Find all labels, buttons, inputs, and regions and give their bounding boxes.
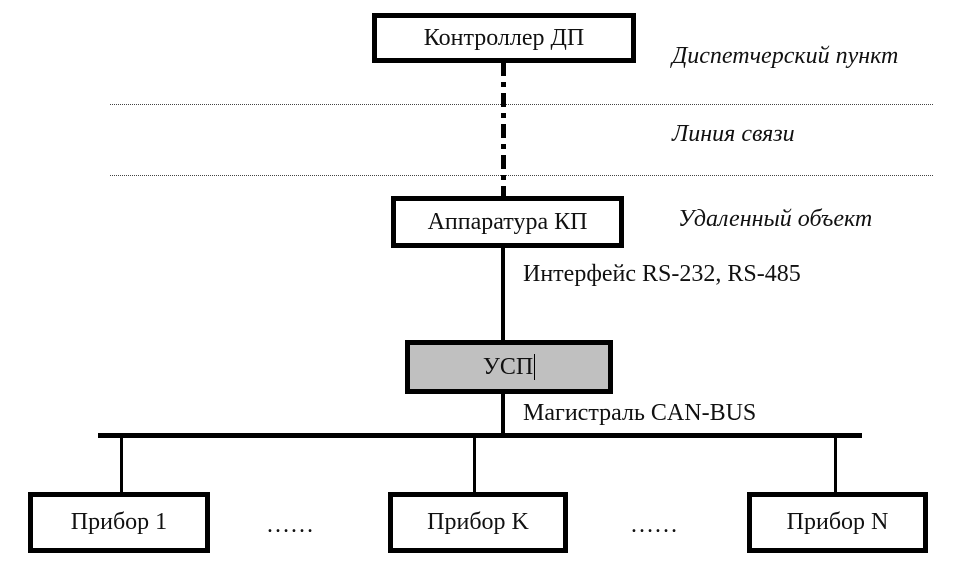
communication-link-line bbox=[501, 62, 506, 196]
zone-dispatch-label: Диспетчерский пункт bbox=[672, 43, 899, 69]
text-cursor bbox=[534, 354, 536, 380]
ellipsis-1: …… bbox=[266, 512, 314, 538]
usp-bus-line bbox=[501, 392, 505, 436]
usp-box: УСП bbox=[405, 340, 613, 394]
usp-label: УСП bbox=[482, 353, 534, 380]
interface-label: Интерфейс RS-232, RS-485 bbox=[523, 261, 801, 287]
device-n-drop bbox=[834, 435, 837, 493]
zone-divider-top bbox=[110, 104, 933, 105]
zone-divider-bottom bbox=[110, 175, 933, 176]
device-k-label: Прибор K bbox=[427, 509, 529, 535]
device-n-box: Прибор N bbox=[747, 492, 928, 553]
controller-label: Контроллер ДП bbox=[423, 24, 585, 51]
zone-remote-label: Удаленный объект bbox=[678, 206, 873, 232]
device-n-label: Прибор N bbox=[786, 509, 889, 535]
device-1-box: Прибор 1 bbox=[28, 492, 210, 553]
interface-line bbox=[501, 247, 505, 341]
can-bus-line bbox=[98, 433, 862, 438]
zone-link-label: Линия связи bbox=[672, 121, 795, 147]
device-1-drop bbox=[120, 435, 123, 493]
controller-box: Контроллер ДП bbox=[372, 13, 636, 63]
ellipsis-2: …… bbox=[630, 512, 678, 538]
device-k-box: Прибор K bbox=[388, 492, 568, 553]
device-k-drop bbox=[473, 435, 476, 493]
device-1-label: Прибор 1 bbox=[70, 509, 168, 535]
bus-label: Магистраль CAN-BUS bbox=[523, 400, 757, 426]
kp-equipment-label: Аппаратура КП bbox=[427, 208, 588, 235]
kp-equipment-box: Аппаратура КП bbox=[391, 196, 624, 248]
